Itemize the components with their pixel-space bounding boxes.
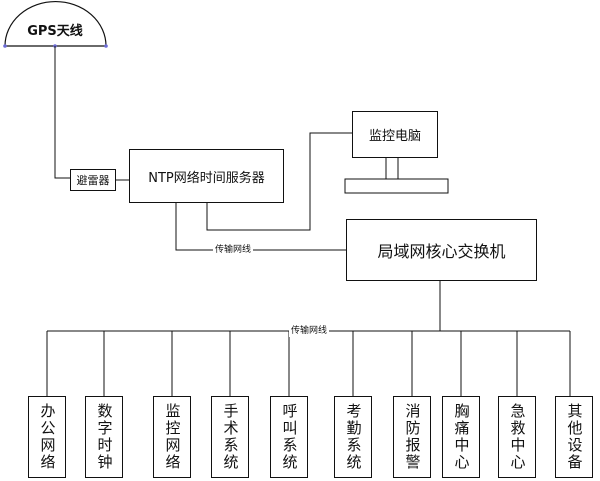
core-switch: 局域网核心交换机 [346, 219, 537, 281]
gps-antenna-label: GPS天线 [27, 24, 83, 39]
ntp-to-monitor [206, 132, 352, 231]
subsystem-label: 急救中心 [508, 403, 527, 471]
lightning-arrester-label: 避雷器 [76, 174, 110, 187]
core-switch-label: 局域网核心交换机 [377, 242, 506, 261]
subsystem-call-system: 呼叫系统 [270, 396, 308, 478]
transmission-line-label-upper: 传输网线 [213, 244, 254, 256]
monitor-pc-label: 监控电脑 [368, 129, 421, 144]
subsystem-label: 考勤系统 [344, 403, 363, 471]
subsystem-surgery-system: 手术系统 [211, 396, 249, 478]
subsystem-office-network: 办公网络 [28, 396, 66, 478]
subsystem-label: 呼叫系统 [280, 403, 299, 471]
subsystem-monitoring-network: 监控网络 [153, 396, 191, 478]
lightning-arrester: 避雷器 [70, 169, 116, 191]
subsystem-fire-alarm: 消防报警 [393, 396, 431, 478]
ntp-to-switch [175, 203, 346, 251]
ntp-server-label: NTP网络时间服务器 [148, 170, 265, 186]
dome-anchor-left [3, 44, 7, 48]
ntp-server: NTP网络时间服务器 [129, 149, 284, 203]
subsystem-label: 数字时钟 [95, 403, 114, 471]
bus-drops [46, 331, 571, 396]
subsystem-attendance-system: 考勤系统 [334, 396, 372, 478]
subsystem-chest-pain-center: 胸痛中心 [442, 396, 480, 478]
subsystem-label: 胸痛中心 [452, 403, 471, 471]
subsystem-label: 手术系统 [221, 403, 240, 471]
subsystem-label: 消防报警 [403, 403, 422, 471]
subsystem-label: 办公网络 [38, 403, 57, 471]
dome-anchor-right [104, 44, 108, 48]
gps-antenna-dome [4, 1, 107, 47]
subsystem-label: 监控网络 [163, 403, 182, 471]
subsystem-other-devices: 其他设备 [555, 396, 593, 478]
monitor-base [344, 178, 449, 194]
subsystem-emergency-center: 急救中心 [498, 396, 536, 478]
transmission-line-label-lower: 传输网线 [289, 325, 330, 337]
subsystem-label: 其他设备 [565, 403, 584, 471]
subsystem-digital-clock: 数字时钟 [85, 396, 123, 478]
monitor-pc: 监控电脑 [352, 111, 438, 158]
gps-cable [54, 46, 70, 179]
